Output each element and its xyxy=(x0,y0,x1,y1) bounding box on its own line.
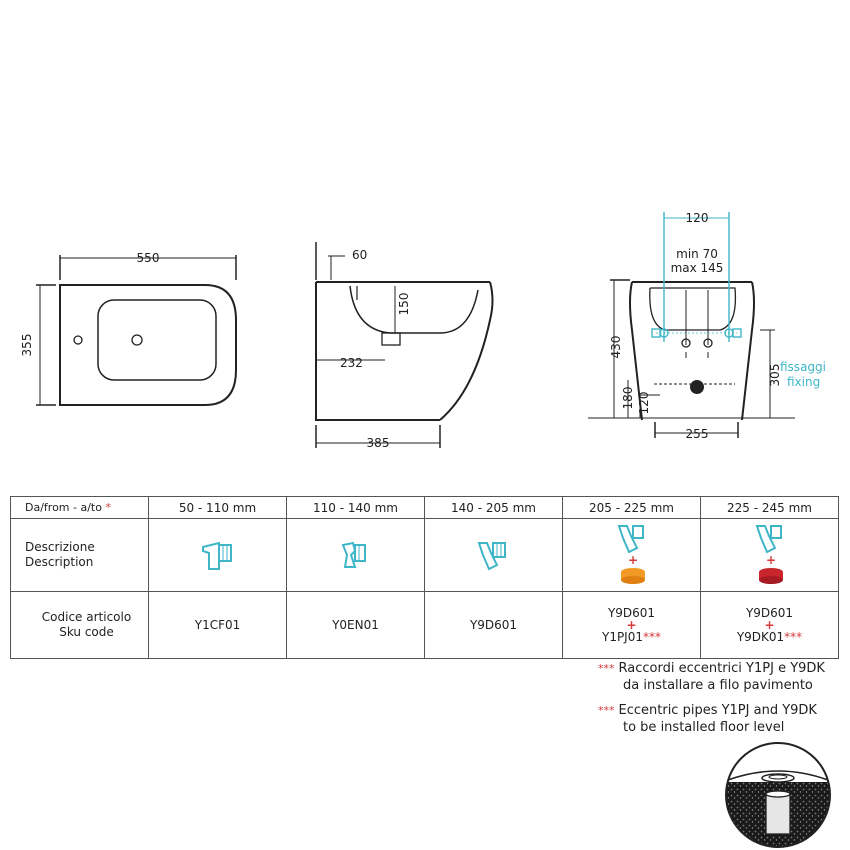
technical-drawings: 550 355 60 150 232 385 120 min 70 max 14… xyxy=(20,211,826,450)
svg-text:+: + xyxy=(765,553,775,567)
fitting-angled-icon xyxy=(477,542,506,571)
dim-height: 430 xyxy=(609,336,623,359)
dim-width: 550 xyxy=(137,251,160,265)
fitting-eccentric-red-icon: + xyxy=(755,525,783,584)
top-view xyxy=(36,255,237,406)
dim-depth: 355 xyxy=(20,334,34,357)
range-cell: 140 - 205 mm xyxy=(424,496,563,519)
fixing-label-it: fissaggi xyxy=(780,360,826,374)
dim-min: min 70 xyxy=(676,247,718,261)
table-row-code: Codice articolo Sku code Y1CF01 Y0EN01 Y… xyxy=(10,591,839,659)
table-row-description: Descrizione Description + + xyxy=(10,518,839,592)
dim-base-width: 255 xyxy=(686,427,709,441)
table-row-range: Da/from - a/to * 50 - 110 mm 110 - 140 m… xyxy=(10,496,839,519)
footnote-en: ***Eccentric pipes Y1PJ and Y9DK to be i… xyxy=(598,703,817,735)
front-view xyxy=(588,279,795,438)
dim-drain-height: 180 xyxy=(621,387,635,410)
range-header: Da/from - a/to * xyxy=(10,496,149,519)
dim-lower-height: 120 xyxy=(637,392,651,415)
dim-base-length: 385 xyxy=(367,436,390,450)
footnote-it: ***Raccordi eccentrici Y1PJ e Y9DK da in… xyxy=(598,661,825,693)
dim-fixing-height: 305 xyxy=(768,364,782,387)
range-cell: 50 - 110 mm xyxy=(148,496,287,519)
svg-text:+: + xyxy=(627,553,637,567)
drain-hole-icon xyxy=(690,380,704,394)
range-cell: 225 - 245 mm xyxy=(700,496,839,519)
fitting-straight-icon xyxy=(201,541,232,570)
dim-top-offset: 60 xyxy=(352,248,367,262)
fitting-short-icon xyxy=(341,541,366,568)
fixing-label-en: fixing xyxy=(787,375,820,389)
code-cell: Y9D601 + Y9DK01*** xyxy=(700,591,839,659)
fixing-points xyxy=(651,212,742,342)
code-cell: Y9D601 + Y1PJ01*** xyxy=(562,591,701,659)
range-cell: 205 - 225 mm xyxy=(562,496,701,519)
code-cell: Y1CF01 xyxy=(148,591,287,659)
dim-outlet-height: 232 xyxy=(340,356,363,370)
fitting-eccentric-orange-icon: + xyxy=(617,525,645,584)
code-header: Codice articolo Sku code xyxy=(10,591,149,659)
spec-table: Da/from - a/to * 50 - 110 mm 110 - 140 m… xyxy=(10,496,839,659)
dim-spacing: 120 xyxy=(686,211,709,225)
code-cell: Y0EN01 xyxy=(286,591,425,659)
dim-bowl-depth: 150 xyxy=(397,293,411,316)
floor-pipe-inset xyxy=(725,742,831,848)
side-view xyxy=(315,242,494,448)
code-cell: Y9D601 xyxy=(424,591,563,659)
footnotes: ***Raccordi eccentrici Y1PJ e Y9DK da in… xyxy=(598,660,825,744)
description-header: Descrizione Description xyxy=(10,518,149,592)
dim-max: max 145 xyxy=(671,261,724,275)
range-cell: 110 - 140 mm xyxy=(286,496,425,519)
